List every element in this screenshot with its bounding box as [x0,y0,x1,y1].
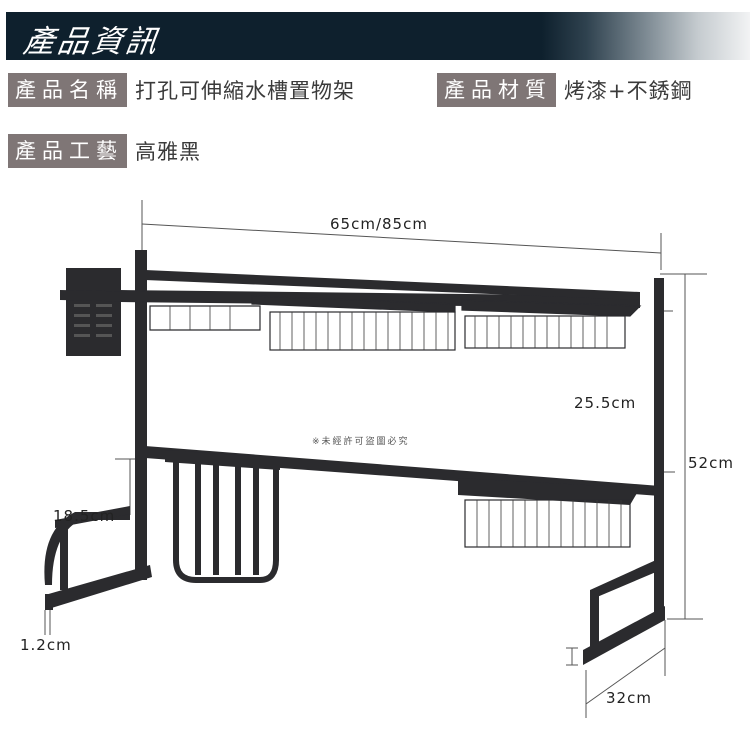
spec-label-name: 產品名稱 [8,73,127,107]
spec-value-name: 打孔可伸縮水槽置物架 [135,79,355,103]
section-header-bar: 產品資訊 [6,12,750,60]
dimension-foot-height: 1.2cm [20,636,72,654]
basket-wires [169,306,608,350]
cutting-board-holder [173,460,279,583]
dish-rack-illustration [44,200,707,718]
spec-value-material: 烤漆+不銹鋼 [564,79,693,103]
utensil-holder-slots [74,304,112,337]
spec-label-material: 產品材質 [437,73,556,107]
watermark-text: ※未經許可盜圖必究 [312,437,410,447]
spec-label-craft: 產品工藝 [8,134,127,168]
dimension-depth: 32cm [606,689,652,707]
dimension-width: 65cm/85cm [330,215,428,233]
spec-row-craft: 產品工藝 高雅黑 [8,134,201,168]
dimension-leg-height: 18.5cm [53,507,116,525]
section-title: 產品資訊 [20,24,163,60]
spec-row-material: 產品材質 烤漆+不銹鋼 [437,73,693,107]
lower-basket [458,478,640,548]
upper-baskets [149,295,642,351]
dimension-total-height: 52cm [688,454,734,472]
spec-row-name: 產品名稱 打孔可伸縮水槽置物架 [8,73,355,107]
spec-value-craft: 高雅黑 [135,140,201,164]
dimension-upper-height: 25.5cm [574,394,637,412]
